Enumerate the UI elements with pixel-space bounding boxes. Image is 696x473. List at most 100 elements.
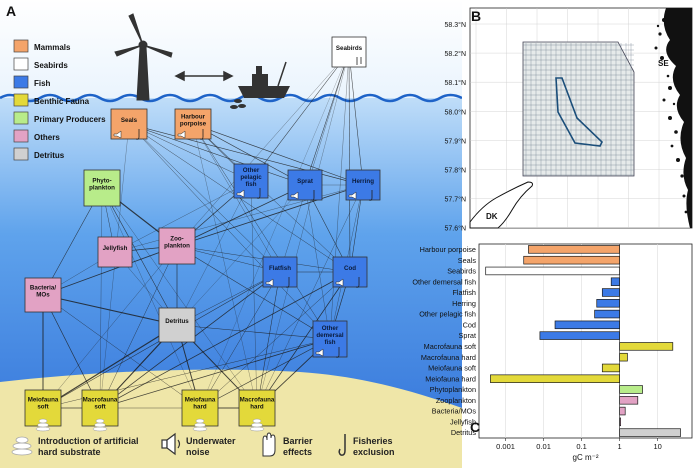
node-label: Jellyfish <box>103 245 128 252</box>
node-seals[interactable]: Seals <box>110 108 148 140</box>
link-porpoise-herring <box>192 123 364 186</box>
node-label: porpoise <box>180 120 207 127</box>
node-label: soft <box>94 403 105 410</box>
node-flatfish[interactable]: Flatfish <box>262 256 298 288</box>
category-label: Meiofauna hard <box>425 374 476 383</box>
node-bacteria[interactable]: Bacteria/MOs <box>24 277 62 313</box>
bar-sprat <box>539 331 620 340</box>
category-label: Other demersal fish <box>412 277 476 286</box>
category-label: Bacteria/MOs <box>432 407 477 416</box>
link-phyto-meiohard <box>101 187 201 409</box>
bar-herring <box>596 299 620 308</box>
legend-item-primary-producers: Primary Producers <box>13 111 106 125</box>
bar-meiofauna-hard <box>490 374 620 383</box>
bar-other-demersal-fish <box>610 277 620 286</box>
latitude-ticks: 58.3°N58.2°N58.1°N58.0°N57.9°N57.8°N57.7… <box>445 21 466 233</box>
legend-item-seabirds: Seabirds <box>13 57 68 71</box>
reef-stones-icon <box>38 418 48 424</box>
legend-artificial-substrate-line2: hard substrate <box>38 447 101 457</box>
category-label: Phytoplankton <box>430 385 476 394</box>
link-seabirds-cod <box>348 51 351 273</box>
x-tick-label: 0.001 <box>496 442 515 451</box>
hook-icon <box>368 190 373 201</box>
link-seabirds-sprat <box>304 51 350 186</box>
link-phyto-macrohard <box>101 187 258 409</box>
lat-tick-label: 58.1°N <box>445 79 466 87</box>
speaker-icon <box>315 348 324 357</box>
link-cod-meiohard <box>199 271 351 409</box>
denmark-coast <box>469 181 533 229</box>
speaker-icon <box>236 189 245 198</box>
node-label: plankton <box>89 184 115 191</box>
category-label: Meiofauna soft <box>428 364 476 373</box>
legend-fisheries-line1: Fisheries <box>353 436 393 446</box>
hook-icon <box>135 129 140 140</box>
reef-stones-icon <box>252 418 262 424</box>
reef-stones-icon <box>192 426 208 432</box>
link-zoo-herring <box>176 184 364 247</box>
bar-seabirds <box>485 266 620 276</box>
node-label: Bacteria/ <box>30 285 56 292</box>
legend-swatch <box>13 57 29 71</box>
legend-label: Mammals <box>34 43 71 52</box>
node-phyto[interactable]: Phyto-plankton <box>83 169 121 207</box>
reef-stones-icon <box>249 426 265 432</box>
node-cod[interactable]: Cod <box>332 256 368 288</box>
node-label: Harbour <box>181 114 206 121</box>
hook-icon <box>310 190 315 201</box>
panel-c-label: C <box>470 419 480 435</box>
legend-item-others: Others <box>13 129 60 143</box>
lat-tick-label: 57.8°N <box>445 167 466 175</box>
node-label: demersal <box>316 332 343 339</box>
fishing-boat-icon <box>238 61 290 98</box>
reef-stones-icon <box>92 426 108 432</box>
node-label: Sprat <box>297 178 313 185</box>
lat-tick-label: 57.9°N <box>445 137 466 145</box>
hook-icon <box>256 188 261 199</box>
node-detritus[interactable]: Detritus <box>158 307 196 343</box>
lat-tick-label: 58.3°N <box>445 21 466 29</box>
link-bacteria-meiohard <box>42 294 201 409</box>
node-sprat[interactable]: Sprat <box>287 169 323 201</box>
bar-detritus <box>619 428 681 437</box>
link-seabirds-otherpel <box>250 51 350 182</box>
node-zoo[interactable]: Zoo-plankton <box>158 227 196 265</box>
link-seabirds-herring <box>348 51 364 186</box>
link-detritus-meiosoft <box>42 324 178 409</box>
x-tick-label: 0.01 <box>536 442 551 451</box>
node-jelly[interactable]: Jellyfish <box>97 236 133 268</box>
category-label: Other pelagic fish <box>419 310 476 319</box>
node-label: soft <box>37 403 48 410</box>
speaker-icon <box>348 191 357 200</box>
link-otherdem-macrosoft <box>99 338 331 409</box>
link-seabirds-macrohard <box>256 51 350 409</box>
legend-swatch <box>13 147 29 161</box>
speaker-icon <box>161 432 181 456</box>
node-seabirds[interactable]: Seabirds <box>331 36 367 68</box>
hook-icon <box>285 277 290 288</box>
speaker-icon <box>335 278 344 287</box>
node-label: Zoo- <box>170 236 183 243</box>
lat-tick-label: 57.7°N <box>445 196 466 204</box>
legend-item-benthic-fauna: Benthic Fauna <box>13 93 90 107</box>
category-label: Jellyfish <box>450 417 476 426</box>
link-phyto-macrosoft <box>99 187 103 409</box>
node-herring[interactable]: Herring <box>345 169 381 201</box>
category-label: Flatfish <box>452 288 476 297</box>
link-seals-otherpel <box>128 123 252 182</box>
node-label: Other <box>243 167 260 174</box>
link-seals-herring <box>128 123 364 186</box>
reef-stones-icon <box>195 418 205 424</box>
